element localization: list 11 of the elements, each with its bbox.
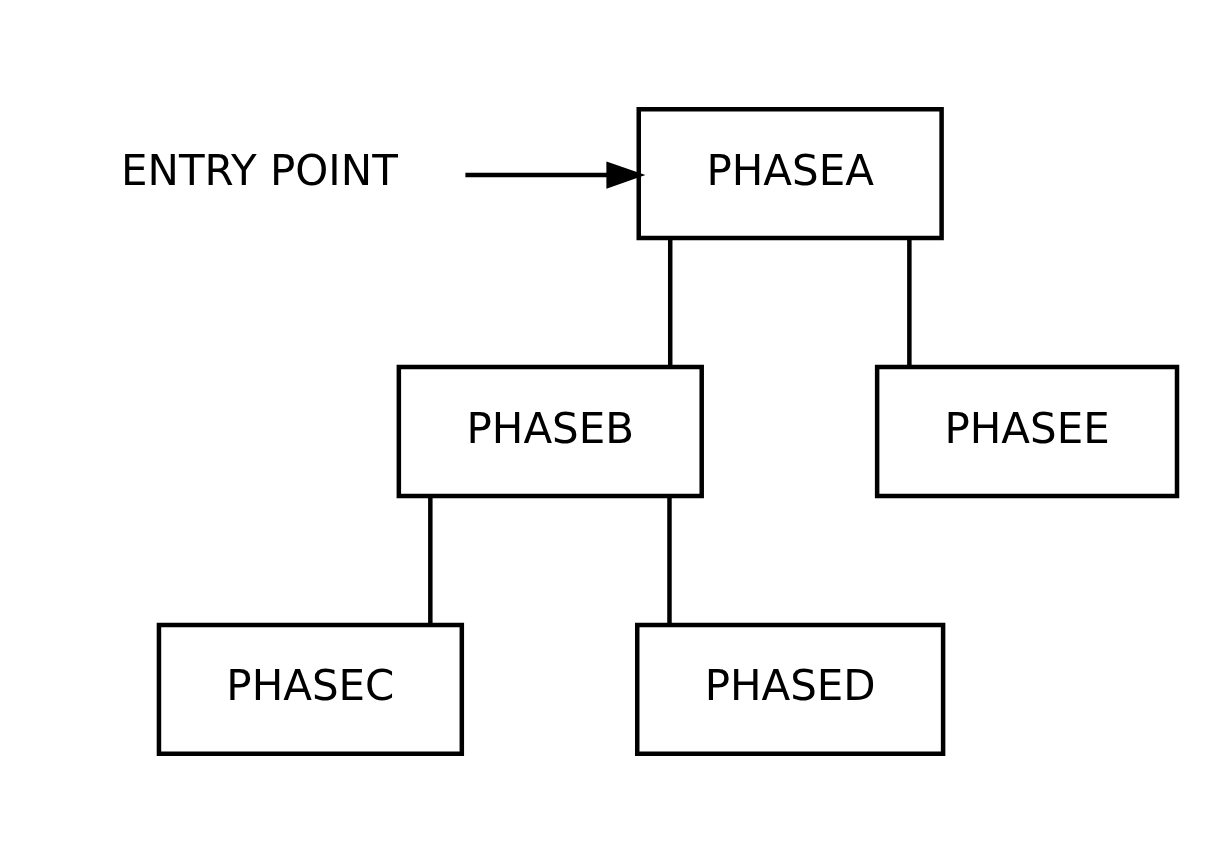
node-box: PHASEA [636, 106, 944, 241]
connector [667, 496, 672, 625]
node-text: ENTRY POINT [121, 145, 398, 195]
connector [907, 238, 912, 367]
node-box: PHASEE [874, 364, 1180, 499]
node-box: PHASEB [396, 364, 704, 499]
connector [668, 238, 673, 367]
node-box: PHASEC [156, 622, 465, 757]
node-box: PHASED [635, 622, 946, 757]
connector [428, 496, 433, 625]
arrow [465, 161, 646, 189]
